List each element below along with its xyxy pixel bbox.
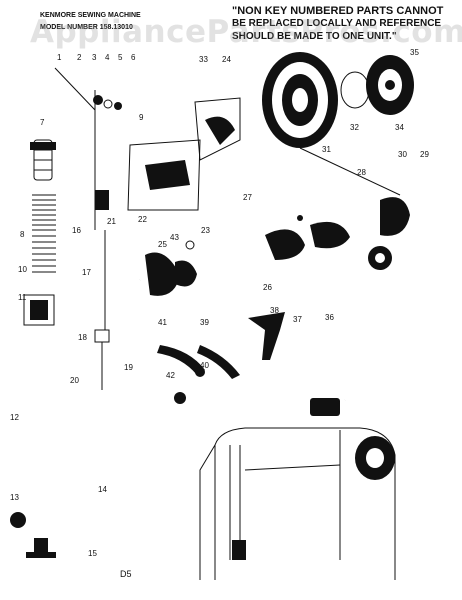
callout-24: 24 [222,55,231,64]
note-line3: SHOULD BE MADE TO ONE UNIT." [232,31,397,42]
callout-6: 6 [131,53,136,62]
callout-32: 32 [350,123,359,132]
callout-33: 33 [199,55,208,64]
callout-40: 40 [200,361,209,370]
model-title-line1: KENMORE SEWING MACHINE [40,12,141,19]
callout-16: 16 [72,226,81,235]
callout-12: 12 [10,413,19,422]
callout-27: 27 [243,193,252,202]
callout-22: 22 [138,215,147,224]
watermark-logo: AppliancePartsPros.com [30,14,462,50]
needle-bar-assembly [54,67,122,390]
callout-3: 3 [92,53,97,62]
callout-28: 28 [357,168,366,177]
callout-34: 34 [395,123,404,132]
arm-shaft-assembly [139,197,410,296]
callout-26: 26 [263,283,272,292]
model-title-line2: MODEL NUMBER 158.13010 [40,24,133,31]
callout-30: 30 [398,150,407,159]
connecting-rod-assembly [157,246,392,416]
callout-17: 17 [82,268,91,277]
callout-31: 31 [322,145,331,154]
callout-15: 15 [88,549,97,558]
callout-11: 11 [18,293,27,302]
callout-35: 35 [410,48,419,57]
callout-4: 4 [105,53,110,62]
callout-1: 1 [57,53,62,62]
note-line1: "NON KEY NUMBERED PARTS CANNOT [232,5,444,17]
note-line2: BE REPLACED LOCALLY AND REFERENCE [232,18,442,29]
callout-2: 2 [77,53,82,62]
thread-takeup-box [127,97,241,211]
page-label: D5 [120,569,132,579]
callout-39: 39 [200,318,209,327]
callout-14: 14 [98,485,107,494]
callout-20: 20 [70,376,79,385]
callout-8: 8 [20,230,25,239]
callout-38: 38 [270,306,279,315]
handwheel-assembly [262,52,414,196]
callout-37: 37 [293,315,302,324]
callout-21: 21 [107,217,116,226]
callout-13: 13 [10,493,19,502]
callout-41: 41 [158,318,167,327]
callout-23: 23 [201,226,210,235]
callout-7: 7 [40,118,45,127]
callout-43: 43 [170,233,179,242]
callout-42: 42 [166,371,175,380]
callout-10: 10 [18,265,27,274]
callout-25: 25 [158,240,167,249]
presser-bar-assembly [10,139,56,558]
callout-5: 5 [118,53,123,62]
callout-36: 36 [325,313,334,322]
callout-19: 19 [124,363,133,372]
machine-body-outline [199,427,396,580]
callout-9: 9 [139,113,144,122]
callout-29: 29 [420,150,429,159]
callout-18: 18 [78,333,87,342]
